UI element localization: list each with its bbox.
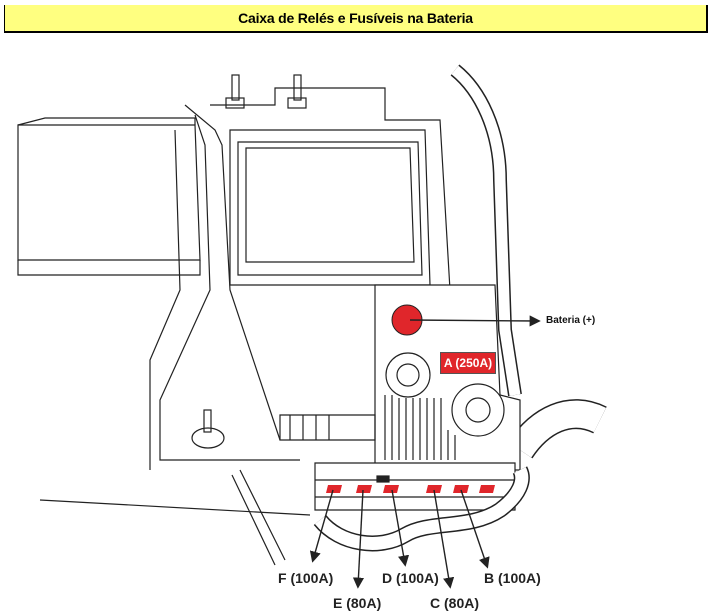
fuse-b-marker: [453, 485, 469, 493]
battery-label: Bateria (+): [546, 315, 596, 326]
fuse-f-label: F (100A): [278, 570, 334, 586]
page-title: Caixa de Relés e Fusíveis na Bateria: [238, 10, 473, 26]
fuse-spare-marker: [479, 485, 495, 493]
arrow-battery: [409, 315, 541, 327]
fuse-b-label: B (100A): [484, 570, 541, 586]
fuse-markers: [326, 485, 495, 493]
fuse-d-label: D (100A): [382, 570, 439, 586]
arrow-e: [352, 489, 365, 589]
title-bar: Caixa de Relés e Fusíveis na Bateria: [4, 5, 708, 33]
fuse-f-marker: [326, 485, 342, 493]
engine-bay-linework: [17, 64, 607, 566]
arrow-d: [391, 489, 410, 567]
arrow-c: [433, 489, 455, 589]
fuse-a-label: A (250A): [440, 352, 496, 374]
arrow-f: [309, 489, 334, 563]
arrow-b: [460, 489, 490, 569]
fuse-d-marker: [383, 485, 399, 493]
fuse-e-marker: [356, 485, 372, 493]
callout-arrows: [309, 315, 541, 589]
fuse-c-label: C (80A): [430, 595, 480, 611]
fuse-c-marker: [426, 485, 442, 493]
fuse-e-label: E (80A): [333, 595, 382, 611]
